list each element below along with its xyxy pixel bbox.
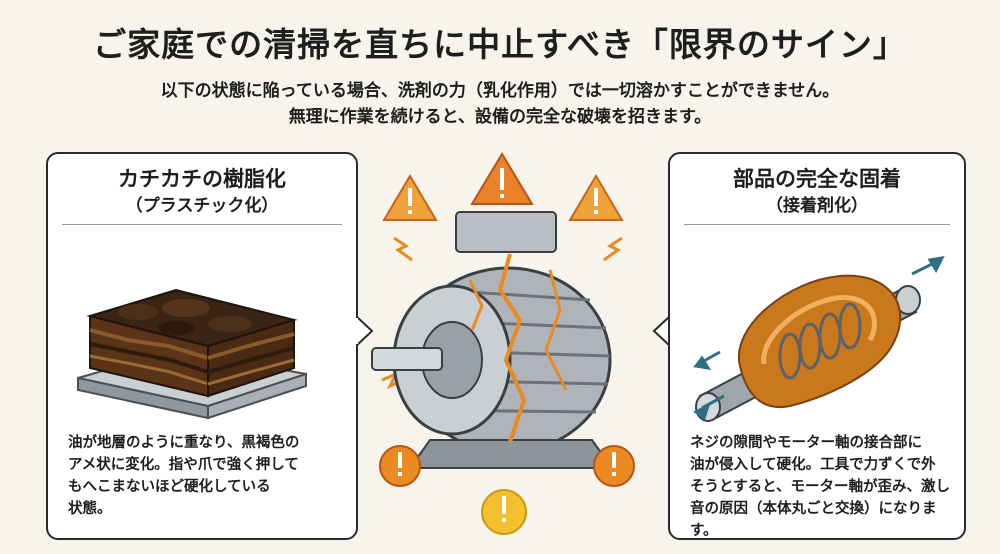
panel-header: 部品の完全な固着 （接着剤化） xyxy=(684,164,950,225)
panel-resinification: カチカチの樹脂化 （プラスチック化） 油が地層のように重なり、黒褐色の アメ状に… xyxy=(46,152,358,540)
warning-triangle-icon xyxy=(470,152,534,205)
panel-description: 油が地層のように重なり、黒褐色の アメ状に変化。指や爪で強く押して もへこまない… xyxy=(68,432,342,520)
panel-subtitle: （プラスチック化） xyxy=(125,196,279,216)
panel-description: ネジの隙間やモーター軸の接合部に 油が侵入して硬化。工具で力ずくで外 そうとする… xyxy=(690,432,950,542)
warning-triangle-icon xyxy=(382,174,438,221)
panel-seizure: 部品の完全な固着 （接着剤化） ネジの隙間やモーター軸の接合部に 油が侵入して硬… xyxy=(668,152,966,540)
left-panel-pointer xyxy=(356,316,374,346)
desc-line: アメ状に変化。指や爪で強く押して xyxy=(68,457,299,473)
subtitle-line-2: 無理に作業を続けると、設備の完全な破壊を招きます。 xyxy=(288,107,712,127)
panel-title: 部品の完全な固着 xyxy=(733,167,901,191)
cracked-motor-illustration xyxy=(371,152,635,535)
panel-header: カチカチの樹脂化 （プラスチック化） xyxy=(62,164,342,225)
desc-line: もへこまないほど硬化している xyxy=(68,479,271,495)
lightning-icon xyxy=(603,236,623,262)
page-title: ご家庭での清掃を直ちに中止すべき「限界のサイン」 xyxy=(93,25,907,64)
desc-line: そうとすると、モーター軸が歪み、激し xyxy=(690,479,950,495)
alert-circle-icon xyxy=(379,445,421,487)
desc-line: 油が地層のように重なり、黒褐色の xyxy=(68,435,300,451)
panel-subtitle: （接着剤化） xyxy=(766,196,868,216)
page-subtitle: 以下の状態に陥っている場合、洗剤の力（乳化作用）では一切溶かすことができません。… xyxy=(0,78,1000,130)
alert-circle-icon xyxy=(481,489,527,535)
alert-circle-icon xyxy=(593,445,635,487)
hardened-oil-layers-illustration xyxy=(77,288,307,420)
subtitle-line-1: 以下の状態に陥っている場合、洗剤の力（乳化作用）では一切溶かすことができません。 xyxy=(160,81,840,101)
warning-triangle-icon xyxy=(568,174,624,221)
lightning-icon xyxy=(393,236,413,262)
desc-line: ネジの隙間やモーター軸の接合部に xyxy=(690,435,922,451)
panel-title: カチカチの樹脂化 xyxy=(118,167,286,191)
desc-line: 状態。 xyxy=(68,501,112,517)
desc-line: 油が侵入して硬化。工具で力ずくで外 xyxy=(690,457,936,473)
desc-line: 音の原因（本体丸ごと交換）になります。 xyxy=(690,501,937,539)
seized-shaft-illustration xyxy=(693,256,945,422)
